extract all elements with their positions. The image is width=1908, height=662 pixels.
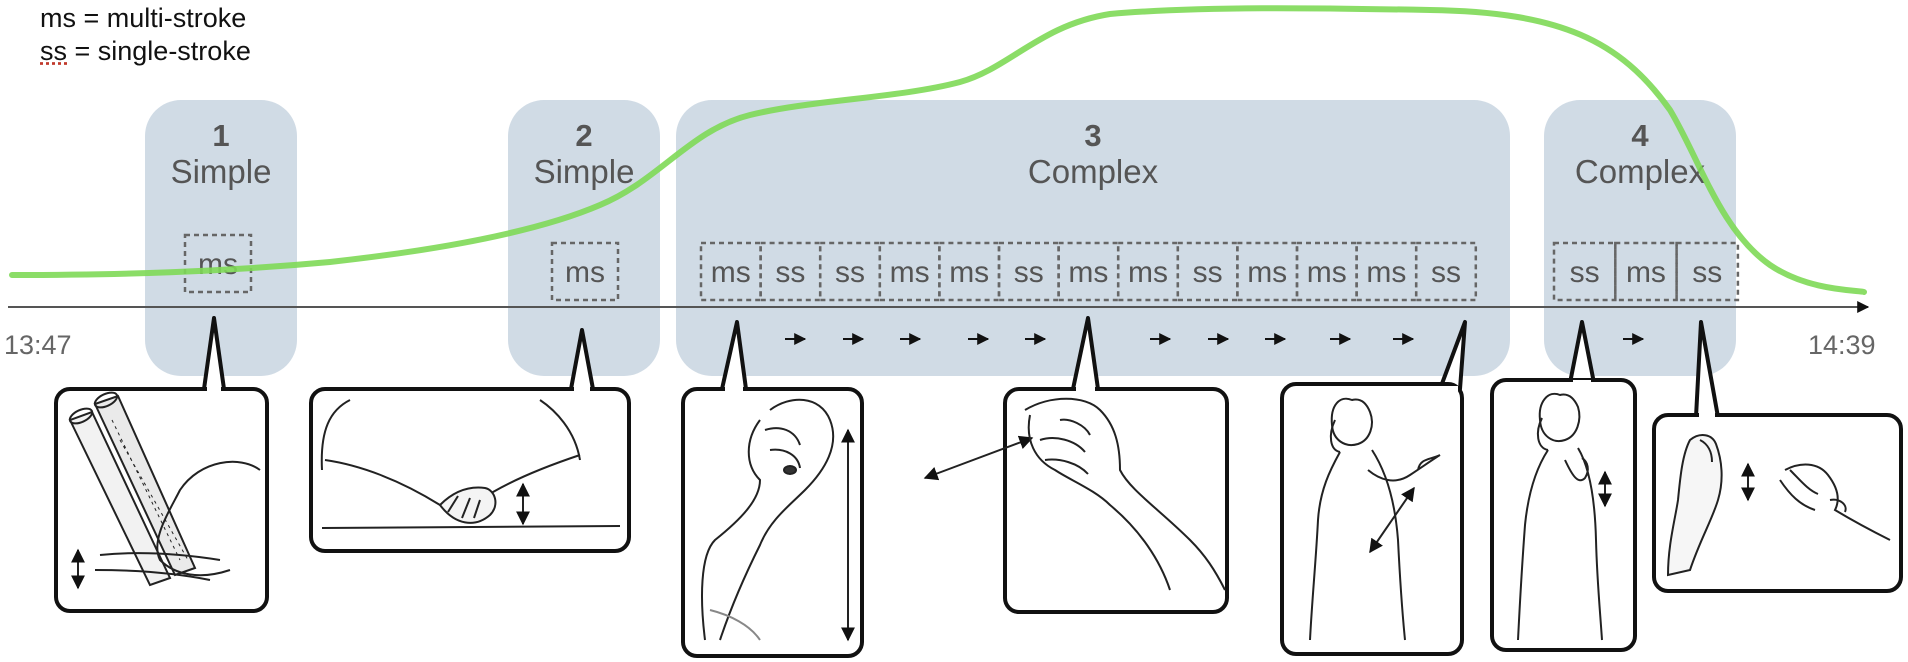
stroke-box-ms xyxy=(1614,241,1678,302)
callout-frame-4 xyxy=(1003,387,1229,614)
stroke-label-ss: ss xyxy=(1431,256,1461,289)
phase-label-3: Complex xyxy=(1028,153,1159,190)
stroke-box-ss xyxy=(818,241,882,302)
stroke-label-ss: ss xyxy=(1014,256,1044,289)
stroke-box-ss xyxy=(1552,241,1617,302)
stroke-box-ms xyxy=(183,233,253,294)
callout-stem-joins xyxy=(207,380,1715,420)
stroke-label-ms: ms xyxy=(565,256,605,289)
callout-stems xyxy=(202,316,1720,419)
phase-number-4: 4 xyxy=(1631,118,1649,153)
illustration-rods-hand xyxy=(68,391,261,590)
stroke-label-ms: ms xyxy=(1307,256,1347,289)
stroke-label-ms: ms xyxy=(890,256,930,289)
phase-number-3: 3 xyxy=(1084,118,1101,153)
stroke-label-ss: ss xyxy=(775,256,805,289)
illustration-woman-chest xyxy=(1517,392,1612,641)
stroke-label-ms: ms xyxy=(949,256,989,289)
phase-number-1: 1 xyxy=(212,118,229,153)
legend-ss-abbr: ss xyxy=(40,36,67,66)
phase-number-2: 2 xyxy=(575,118,592,153)
legend-ss: ss = single-stroke xyxy=(40,35,251,68)
stroke-box-ms xyxy=(1057,241,1120,302)
stroke-box-ms xyxy=(550,241,620,302)
stroke-label-ms: ms xyxy=(1626,256,1666,289)
start-time: 13:47 xyxy=(4,330,72,360)
stroke-label-ms: ms xyxy=(711,256,751,289)
stroke-label-ss: ss xyxy=(1193,256,1223,289)
phase-label-1: Simple xyxy=(171,153,272,190)
stroke-box-ss xyxy=(1414,241,1478,302)
illustration-two-hands xyxy=(1666,434,1891,577)
stroke-label-ms: ms xyxy=(1128,256,1168,289)
legend-ms: ms = multi-stroke xyxy=(40,3,247,33)
legend: ms = multi-stroke ss = single-stroke xyxy=(40,2,251,68)
end-time: 14:39 xyxy=(1808,330,1876,360)
illustration-fist-closeup xyxy=(1024,397,1226,591)
stroke-label-ss: ss xyxy=(1570,256,1600,289)
stroke-box-ss xyxy=(997,241,1060,302)
stroke-box-ss xyxy=(759,241,822,302)
stroke-box-ms xyxy=(1355,241,1418,302)
stroke-label-ss: ss xyxy=(1692,256,1722,289)
illustration-raised-fist xyxy=(701,398,1034,642)
stroke-box-ms xyxy=(1236,241,1299,302)
phase-label-4: Complex xyxy=(1575,153,1706,190)
phase-boxes xyxy=(145,100,1736,376)
stroke-box-ss xyxy=(1675,241,1740,302)
stroke-label-ss: ss xyxy=(835,256,865,289)
callout-frames xyxy=(54,378,1903,658)
callout-frame-2 xyxy=(309,387,631,553)
stroke-label-ms: ms xyxy=(1068,256,1108,289)
illustration-woman-gesture xyxy=(1309,397,1441,641)
stroke-label-ms: ms xyxy=(1366,256,1406,289)
stroke-box-ms xyxy=(878,241,941,302)
stroke-box-ss xyxy=(1176,241,1239,302)
phase-label-2: Simple xyxy=(534,153,635,190)
stroke-label-ms: ms xyxy=(198,248,238,281)
stroke-box-ms xyxy=(938,241,1001,302)
illustration-clasped-hands xyxy=(320,399,621,529)
stroke-box-ms xyxy=(1295,241,1358,302)
stroke-box-ms xyxy=(1116,241,1180,302)
phase-titles: 1 Simple 2 Simple 3 Complex 4 Complex xyxy=(171,118,1706,190)
legend-ss-text: = single-stroke xyxy=(67,36,251,66)
stroke-box-ms xyxy=(699,241,762,302)
stroke-label-ms: ms xyxy=(1247,256,1287,289)
intensity-curve xyxy=(9,5,1867,295)
callout-frame-6 xyxy=(1490,378,1637,652)
